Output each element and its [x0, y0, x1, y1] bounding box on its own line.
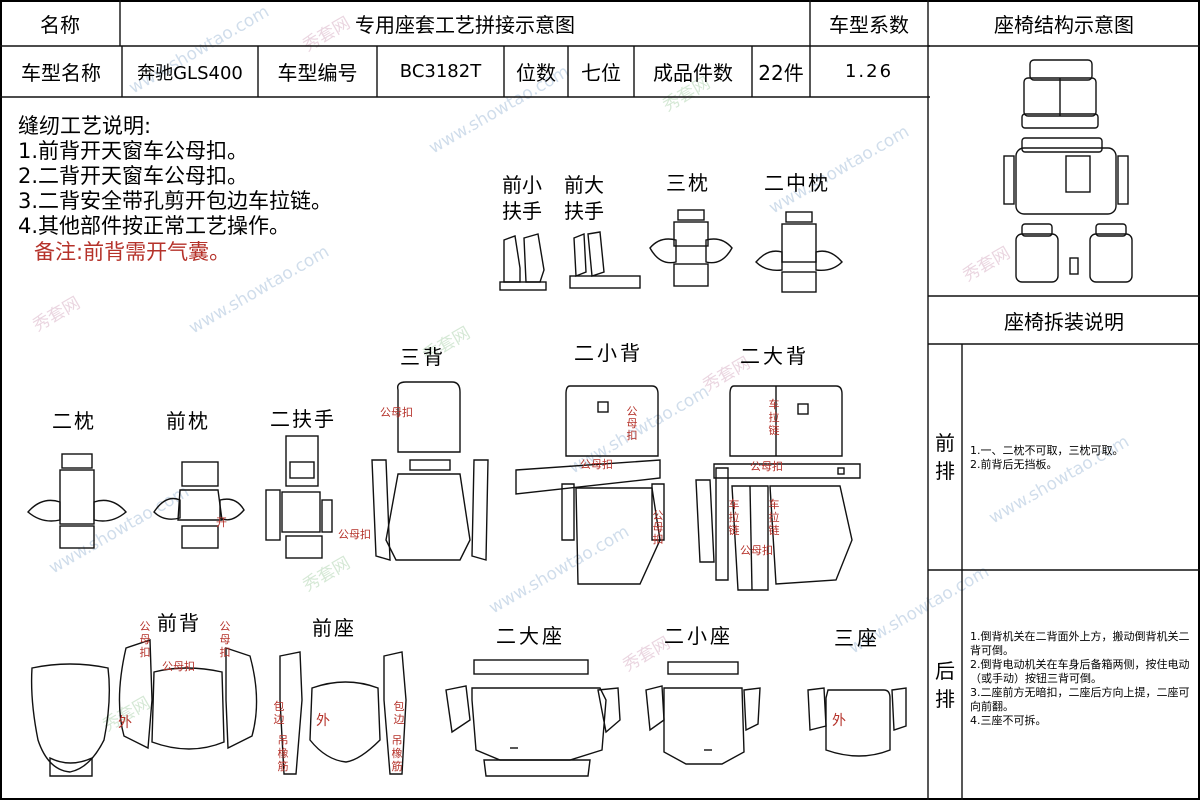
piece-third-seat: [807, 687, 907, 757]
note-snap: 公母扣: [380, 406, 413, 419]
piece-second-small-seat: [645, 661, 761, 765]
page-title: 专用座套工艺拼接示意图: [355, 12, 575, 37]
note-zipper: 车 拉 链: [768, 498, 780, 537]
label-second-mid-pillow: 二中枕: [764, 171, 830, 195]
piece-second-armrest: [265, 435, 333, 559]
note-snap-vertical: 公 母 扣: [219, 620, 231, 659]
note-edge: 包 边: [393, 700, 405, 726]
note-snap-vertical: 公 母 扣: [652, 509, 664, 546]
coef-value: 1.26: [844, 61, 894, 82]
model-name-label: 车型名称: [21, 61, 101, 85]
piece-front-back: [30, 639, 258, 777]
label-front-small-armrest: 前小 扶手: [502, 173, 542, 223]
name-label: 名称: [40, 12, 80, 37]
label-front-pillow: 前枕: [166, 409, 210, 433]
label-third-back: 三背: [400, 345, 446, 369]
note-outer: 外: [118, 715, 132, 731]
piece-third-pillow: [649, 209, 733, 287]
piece-second-mid-pillow: [755, 211, 843, 293]
instruction-line: 1.前背开天窗车公母扣。: [18, 139, 249, 163]
piece-second-big-seat: [445, 659, 621, 777]
note-snap-vertical: 公 母 扣: [626, 405, 638, 442]
rear-row-label: 后 排: [935, 659, 955, 711]
label-third-seat: 三座: [834, 626, 880, 650]
note-snap: 公母扣: [750, 460, 783, 473]
label-second-big-seat: 二大座: [496, 624, 565, 648]
label-front-seat: 前座: [312, 616, 356, 640]
piece-front-pillow: [153, 461, 245, 549]
seats-value: 七位: [581, 61, 621, 85]
model-name: 奔驰GLS400: [137, 62, 243, 84]
instructions-title: 缝纫工艺说明:: [18, 114, 152, 138]
instruction-line: 4.其他部件按正常工艺操作。: [18, 214, 291, 238]
note-outer: 外: [316, 713, 330, 729]
pattern-pieces-drawing: [27, 209, 907, 777]
note-snap-vertical: 公 母 扣: [139, 620, 151, 659]
pieces-label: 成品件数: [653, 61, 733, 85]
label-second-big-back: 二大背: [740, 344, 809, 368]
instruction-line: 2.二背开天窗车公母扣。: [18, 164, 249, 188]
disassembly-title: 座椅拆装说明: [1004, 309, 1124, 334]
note-edge: 包 边: [273, 700, 285, 726]
note-snap: 公母扣: [740, 544, 773, 557]
note-zipper: 车 拉 链: [728, 498, 740, 537]
piece-second-small-back: [515, 385, 665, 585]
label-second-small-back: 二小背: [574, 341, 643, 365]
piece-second-big-back: [695, 385, 861, 591]
note-open: 开: [216, 516, 227, 529]
front-row-label: 前 排: [935, 431, 955, 483]
seat-structure-diagram: [1003, 59, 1133, 283]
label-second-armrest: 二扶手: [270, 407, 336, 431]
piece-second-pillow: [27, 453, 127, 549]
note-snap: 公母扣: [162, 660, 195, 673]
seats-label: 位数: [516, 61, 556, 85]
coef-label: 车型系数: [829, 12, 909, 37]
label-second-small-seat: 二小座: [664, 624, 733, 648]
note-zipper: 车 拉 链: [768, 398, 780, 437]
structure-title: 座椅结构示意图: [994, 12, 1134, 37]
front-row-notes: 1.一、二枕不可取，三枕可取。 2.前背后无挡板。: [970, 444, 1124, 471]
pieces-value: 22件: [758, 61, 804, 85]
note-snap: 公母扣: [580, 458, 613, 471]
third-row-seat-icon: [1021, 59, 1099, 129]
second-row-seat-icon: [1003, 137, 1129, 215]
note-elastic: 吊 橡 筋: [277, 734, 289, 773]
label-third-pillow: 三枕: [666, 171, 710, 195]
rear-row-notes: 1.倒背机关在二背面外上方，搬动倒背机关二背可倒。 2.倒背电动机关在车身后备箱…: [970, 630, 1190, 727]
note-outer: 外: [832, 713, 846, 729]
note-snap: 公母扣: [338, 528, 371, 541]
model-code: BC3182T: [399, 61, 482, 82]
piece-front-big-armrest: [569, 231, 641, 289]
label-front-back: 前背: [157, 611, 201, 635]
label-second-pillow: 二枕: [52, 409, 96, 433]
instruction-line: 3.二背安全带孔剪开包边车拉链。: [18, 189, 333, 213]
piece-front-seat: [279, 651, 407, 775]
piece-third-back: [371, 381, 489, 561]
front-row-seat-icon: [1015, 223, 1133, 283]
piece-front-small-armrest: [499, 233, 547, 291]
note-elastic: 吊 橡 筋: [391, 734, 403, 773]
instruction-remark: 备注:前背需开气囊。: [34, 240, 231, 264]
label-front-big-armrest: 前大 扶手: [564, 173, 604, 223]
model-code-label: 车型编号: [277, 61, 358, 85]
